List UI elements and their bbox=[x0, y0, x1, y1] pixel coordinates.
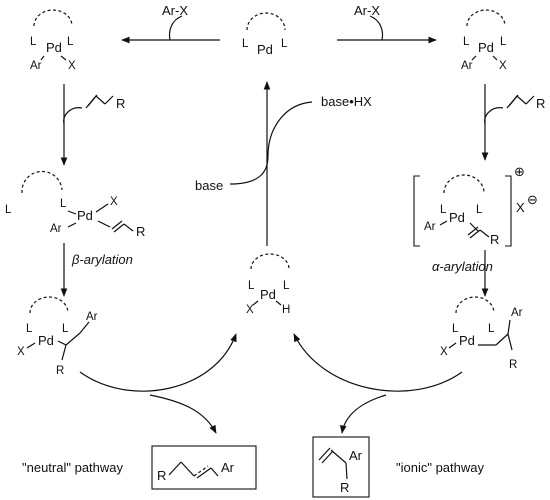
halide-x: X bbox=[499, 60, 507, 72]
ligand-l: L bbox=[452, 323, 459, 335]
product-substituent-r: R bbox=[157, 468, 166, 483]
ligand-l: L bbox=[488, 323, 495, 335]
product-frame bbox=[151, 445, 257, 490]
pd0-complex: L Pd L bbox=[242, 12, 288, 57]
pd-atom: Pd bbox=[77, 208, 93, 223]
ligand-arc bbox=[33, 9, 73, 27]
ligand-arc bbox=[455, 296, 495, 314]
ligand-l: L bbox=[30, 36, 37, 48]
aryl-group: Ar bbox=[511, 307, 523, 319]
ligand-arc bbox=[246, 12, 286, 31]
halide-x: X bbox=[68, 60, 76, 72]
beta-alkyl-pd-complex: L L Pd X Ar R bbox=[17, 296, 98, 377]
ionic-product-box: Ar R bbox=[312, 436, 370, 498]
oxidative-addition-arrow-right: Ar-X bbox=[337, 3, 437, 44]
right-elimination-arrows bbox=[293, 333, 463, 434]
halide-x: X bbox=[110, 196, 118, 208]
beta-arylation-arrow: β-arylation bbox=[60, 243, 133, 297]
oxidative-addition-arrow-left: Ar-X bbox=[121, 3, 220, 44]
ionic-pathway-label: "ionic" pathway bbox=[396, 460, 484, 475]
halide-x: X bbox=[17, 346, 25, 358]
alpha-arylation-arrow: α-arylation bbox=[432, 250, 493, 297]
ligand-arc bbox=[250, 253, 290, 270]
ligand-l: L bbox=[248, 280, 255, 292]
ligand-l: L bbox=[476, 204, 483, 216]
aryl-halide-reagent: Ar-X bbox=[162, 3, 188, 18]
alkene-icon bbox=[85, 95, 106, 109]
negative-charge: ⊖ bbox=[527, 192, 538, 207]
ligand-arc bbox=[443, 174, 485, 194]
regeneration-arrow: base base•HX bbox=[195, 81, 372, 246]
base-reagent: base bbox=[195, 178, 223, 193]
alkene-coordination-arrow-left: R bbox=[60, 84, 125, 166]
neutral-product-box: R Ar bbox=[151, 445, 257, 490]
aryl-group: Ar bbox=[461, 60, 473, 72]
alkene-substituent-r: R bbox=[490, 232, 499, 247]
ligand-l: L bbox=[26, 323, 33, 335]
alkyl-substituent-r: R bbox=[56, 365, 64, 377]
alpha-arylation-label: α-arylation bbox=[432, 259, 493, 274]
neutral-pi-complex: L L Pd X Ar R bbox=[5, 170, 145, 239]
halide-x: X bbox=[440, 346, 448, 358]
ligand-arc bbox=[21, 170, 63, 194]
alkyl-substituent-r: R bbox=[509, 359, 517, 371]
left-bracket bbox=[413, 175, 420, 247]
ligand-l: L bbox=[67, 36, 74, 48]
product-frame bbox=[312, 436, 370, 498]
oxidative-addition-complex-right: L Pd L Ar X bbox=[461, 9, 507, 72]
ligand-l: L bbox=[5, 204, 12, 216]
neutral-pathway-label: "neutral" pathway bbox=[22, 460, 124, 475]
ligand-l: L bbox=[62, 323, 69, 335]
alkene-substituent-r: R bbox=[136, 224, 145, 239]
pd-atom: Pd bbox=[449, 210, 465, 225]
aryl-group: Ar bbox=[30, 60, 42, 72]
alkene-substituent-r: R bbox=[116, 96, 125, 111]
ligand-arc bbox=[29, 296, 69, 314]
ligand-l: L bbox=[60, 198, 67, 210]
aryl-halide-reagent: Ar-X bbox=[354, 3, 380, 18]
pd-atom: Pd bbox=[38, 333, 54, 348]
cationic-pi-complex: L L Pd Ar R ⊕ X ⊖ bbox=[413, 164, 538, 247]
product-aryl: Ar bbox=[221, 460, 235, 475]
ligand-l: L bbox=[500, 36, 507, 48]
beta-arylation-label: β-arylation bbox=[71, 252, 133, 267]
pd-atom: Pd bbox=[257, 42, 273, 57]
aryl-group: Ar bbox=[86, 311, 98, 323]
left-elimination-arrows bbox=[79, 333, 237, 434]
alkene-icon bbox=[506, 95, 527, 109]
ligand-l: L bbox=[281, 38, 288, 50]
ligand-l: L bbox=[242, 38, 249, 50]
alkene-coordination-arrow-right: R bbox=[481, 84, 545, 161]
aryl-group: Ar bbox=[50, 223, 62, 235]
base-hx-byproduct: base•HX bbox=[321, 94, 372, 109]
positive-charge: ⊕ bbox=[514, 164, 525, 179]
ligand-l: L bbox=[463, 36, 470, 48]
ligand-l: L bbox=[283, 280, 290, 292]
hydride-h: H bbox=[282, 304, 290, 316]
oxidative-addition-complex-left: L Pd L Ar X bbox=[30, 9, 76, 72]
aryl-group: Ar bbox=[424, 221, 436, 233]
counterion-x: X bbox=[516, 200, 525, 215]
product-aryl: Ar bbox=[349, 448, 363, 463]
pd-atom: Pd bbox=[478, 40, 494, 55]
right-bracket bbox=[505, 175, 512, 247]
pd-atom: Pd bbox=[260, 287, 276, 302]
product-substituent-r: R bbox=[340, 480, 349, 495]
ligand-l: L bbox=[440, 204, 447, 216]
alpha-alkyl-pd-complex: L L Pd X Ar R bbox=[440, 296, 523, 371]
pd-atom: Pd bbox=[459, 333, 475, 348]
halide-x: X bbox=[246, 304, 254, 316]
pd-atom: Pd bbox=[46, 40, 62, 55]
hydride-pd-complex: L L Pd X H bbox=[246, 253, 290, 316]
ligand-arc bbox=[466, 9, 506, 27]
alkene-substituent-r: R bbox=[536, 96, 545, 111]
